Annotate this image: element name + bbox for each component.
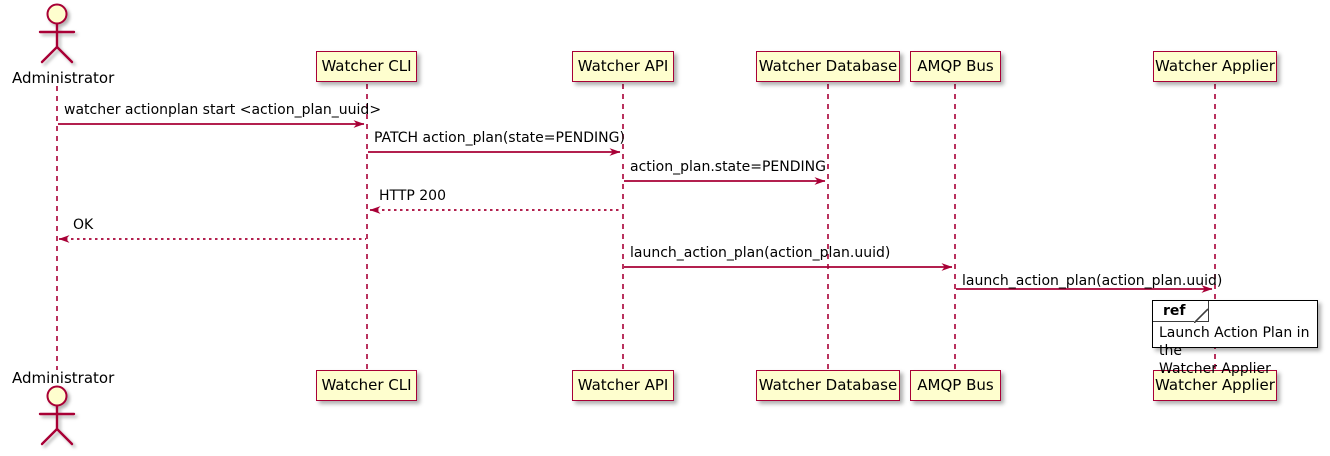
participant-label: Watcher API: [577, 376, 669, 394]
participant-watcher-database-top[interactable]: Watcher Database: [756, 51, 900, 82]
ref-fragment-operator-tab: ref: [1153, 301, 1209, 323]
ref-body-line-1: Launch Action Plan in the: [1159, 325, 1310, 359]
ref-fragment-body: Launch Action Plan in the Watcher Applie…: [1159, 325, 1313, 379]
participant-watcher-api-bottom[interactable]: Watcher API: [572, 370, 674, 401]
ref-body-line-2: Watcher Applier: [1159, 360, 1271, 377]
message-label-m4: HTTP 200: [379, 188, 446, 204]
participant-watcher-cli-top[interactable]: Watcher CLI: [316, 51, 417, 82]
ref-fragment: ref Launch Action Plan in the Watcher Ap…: [1152, 300, 1318, 377]
participant-label: Watcher Applier: [1155, 376, 1275, 394]
actor-label-administrator-bottom: Administrator: [12, 369, 115, 387]
message-label-m3: action_plan.state=PENDING: [630, 159, 826, 175]
participant-watcher-cli-bottom[interactable]: Watcher CLI: [316, 370, 417, 401]
message-label-m5: OK: [73, 217, 94, 233]
message-label-m7: launch_action_plan(action_plan.uuid): [962, 273, 1223, 289]
participant-watcher-api-top[interactable]: Watcher API: [572, 51, 674, 82]
actor-label-administrator-top: Administrator: [12, 69, 115, 87]
participant-label: Watcher CLI: [321, 376, 412, 394]
ref-tab-notch-icon: [1193, 301, 1208, 323]
message-label-m2: PATCH action_plan(state=PENDING): [374, 130, 625, 146]
participant-label: Watcher Database: [758, 376, 898, 394]
participant-amqp-bus-top[interactable]: AMQP Bus: [910, 51, 1001, 82]
participant-label: Watcher CLI: [321, 57, 412, 75]
participant-amqp-bus-bottom[interactable]: AMQP Bus: [910, 370, 1001, 401]
participant-watcher-applier-bottom[interactable]: Watcher Applier: [1153, 370, 1277, 401]
participant-label: AMQP Bus: [917, 376, 994, 394]
participant-watcher-database-bottom[interactable]: Watcher Database: [756, 370, 900, 401]
participant-label: Watcher Applier: [1155, 57, 1275, 75]
participant-watcher-applier-top[interactable]: Watcher Applier: [1153, 51, 1277, 82]
participant-label: AMQP Bus: [917, 57, 994, 75]
message-label-m6: launch_action_plan(action_plan.uuid): [630, 245, 891, 261]
participant-label: Watcher Database: [758, 57, 898, 75]
message-label-m1: watcher actionplan start <action_plan_uu…: [64, 102, 382, 118]
participant-label: Watcher API: [577, 57, 669, 75]
message-arrows: [58, 120, 1213, 293]
actor-figure-top: [38, 3, 76, 64]
actor-figure-bottom: [38, 385, 76, 446]
ref-operator-label: ref: [1163, 303, 1186, 319]
lifelines: [56, 84, 1216, 370]
